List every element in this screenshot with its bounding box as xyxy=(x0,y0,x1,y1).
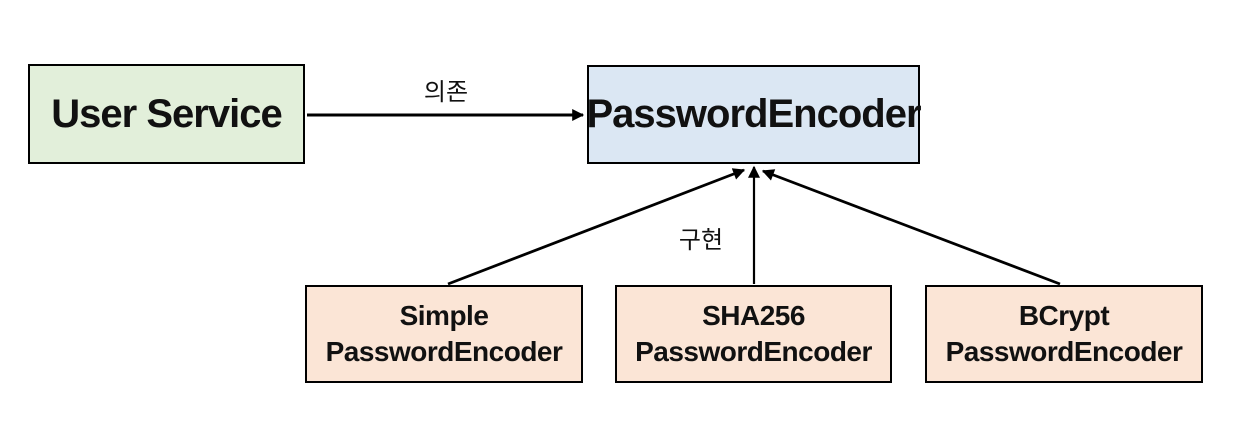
password-encoder-label: PasswordEncoder xyxy=(586,92,922,136)
simple-password-encoder-label-line2: PasswordEncoder xyxy=(325,336,563,367)
bcrypt-password-encoder-label-line1: BCrypt xyxy=(1018,299,1110,331)
bcrypt-password-encoder-node: BCrypt PasswordEncoder xyxy=(925,285,1203,383)
simple-password-encoder-label-line1: Simple xyxy=(399,299,489,331)
sha256-password-encoder-label-line1: SHA256 xyxy=(702,299,805,331)
password-encoder-node: PasswordEncoder xyxy=(586,65,922,164)
simple-password-encoder-node: Simple PasswordEncoder xyxy=(305,285,583,383)
depends-edge-label: 의존 xyxy=(423,79,469,106)
user-service-label: User Service xyxy=(51,91,282,136)
user-service-node: User Service xyxy=(28,64,305,164)
sha256-password-encoder-label-line2: PasswordEncoder xyxy=(635,336,872,367)
implements-arrow-left xyxy=(447,168,746,286)
implements-edge-label: 구현 xyxy=(678,227,724,254)
bcrypt-password-encoder-label-line2: PasswordEncoder xyxy=(945,336,1183,367)
implements-arrow-right xyxy=(761,169,1061,286)
sha256-password-encoder-node: SHA256 PasswordEncoder xyxy=(615,285,892,383)
